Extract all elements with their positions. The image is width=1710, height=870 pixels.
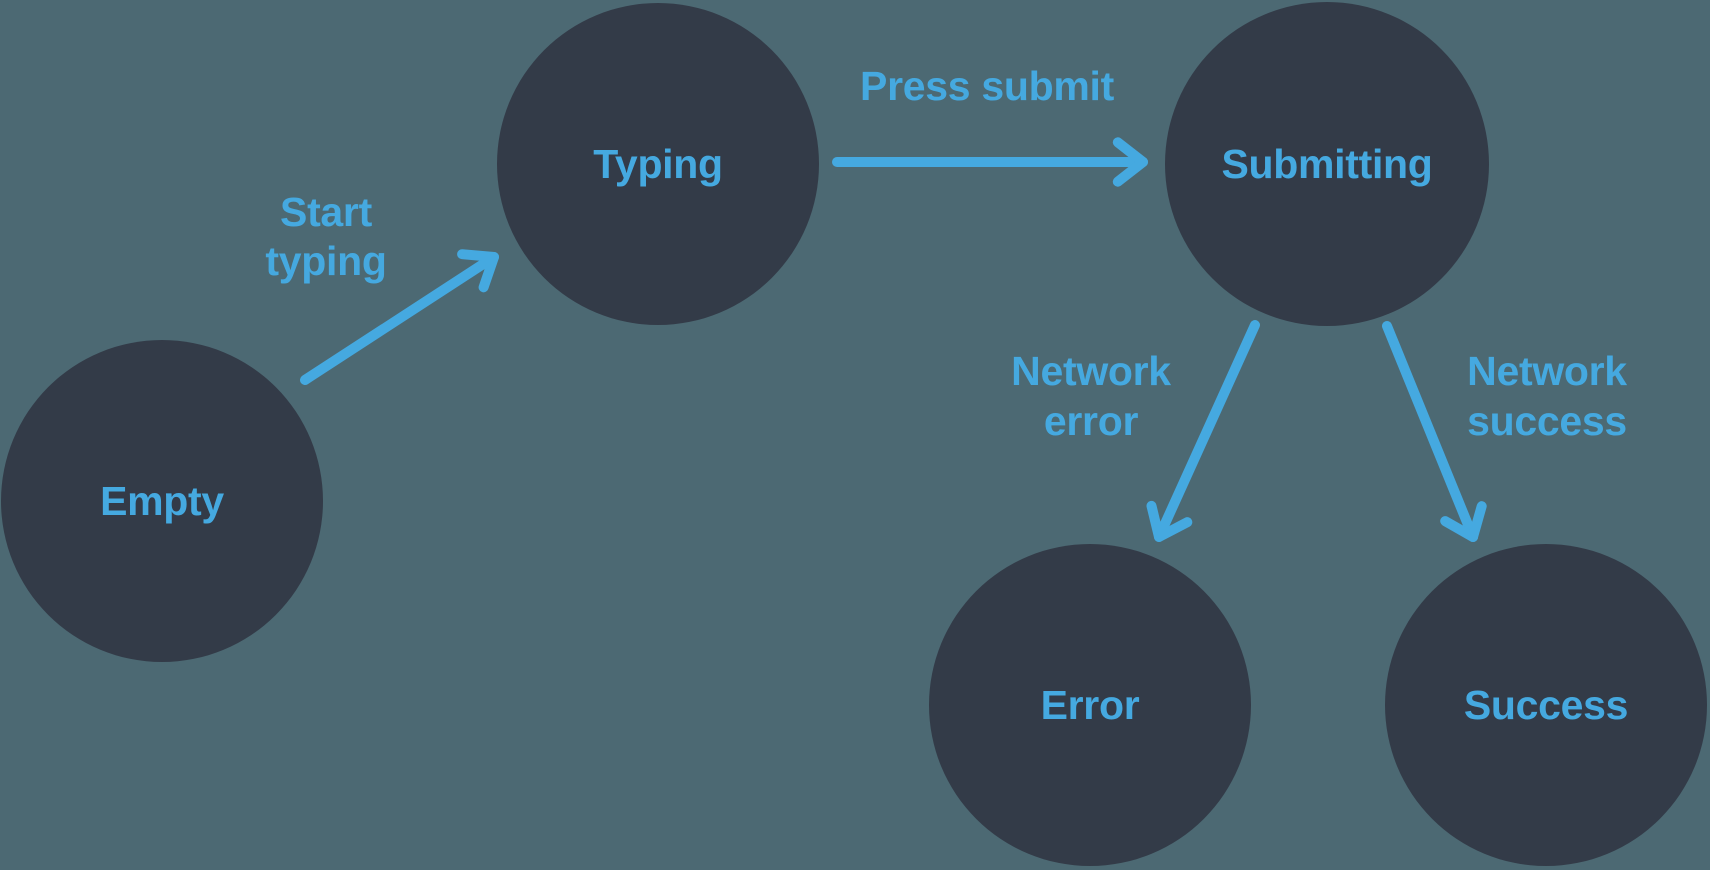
transition-arrow-line [300, 252, 499, 385]
transition-label-network-success-line1: Network [1467, 348, 1627, 394]
transition-start-typing [300, 249, 499, 385]
transition-arrow-line [1154, 320, 1260, 542]
transition-network-error [1146, 320, 1260, 542]
transition-arrowhead [457, 249, 499, 293]
transition-label-network-error-line1: Network [1011, 348, 1171, 394]
state-label-success: Success [1464, 682, 1628, 728]
transition-label-press-submit-line1: Press submit [860, 63, 1115, 109]
state-label-error: Error [1041, 682, 1140, 728]
state-circle-submitting [1165, 2, 1489, 326]
transition-label-network-success-line2: success [1467, 398, 1627, 444]
transition-press-submit [832, 137, 1148, 187]
transition-network-success [1382, 321, 1487, 542]
state-node-success: Success [1385, 544, 1707, 866]
state-label-submitting: Submitting [1221, 141, 1432, 187]
state-node-error: Error [929, 544, 1251, 866]
state-label-empty: Empty [100, 478, 224, 524]
transition-arrowhead [1440, 501, 1487, 542]
transition-label-start-typing-line2: typing [265, 238, 386, 284]
transition-arrow-line [1382, 321, 1478, 542]
transitions-layer [300, 137, 1487, 542]
state-node-empty: Empty [1, 340, 323, 662]
state-label-typing: Typing [593, 141, 723, 187]
state-circle-empty [1, 340, 323, 662]
state-node-submitting: Submitting [1165, 2, 1489, 326]
state-circle-typing [497, 3, 819, 325]
transition-label-start-typing-line1: Start [280, 189, 373, 235]
state-circle-success [1385, 544, 1707, 866]
state-node-typing: Typing [497, 3, 819, 325]
transition-label-network-error-line2: error [1044, 398, 1139, 444]
transition-arrowhead [1112, 137, 1148, 187]
state-circle-error [929, 544, 1251, 866]
transition-arrowhead [1146, 500, 1193, 542]
